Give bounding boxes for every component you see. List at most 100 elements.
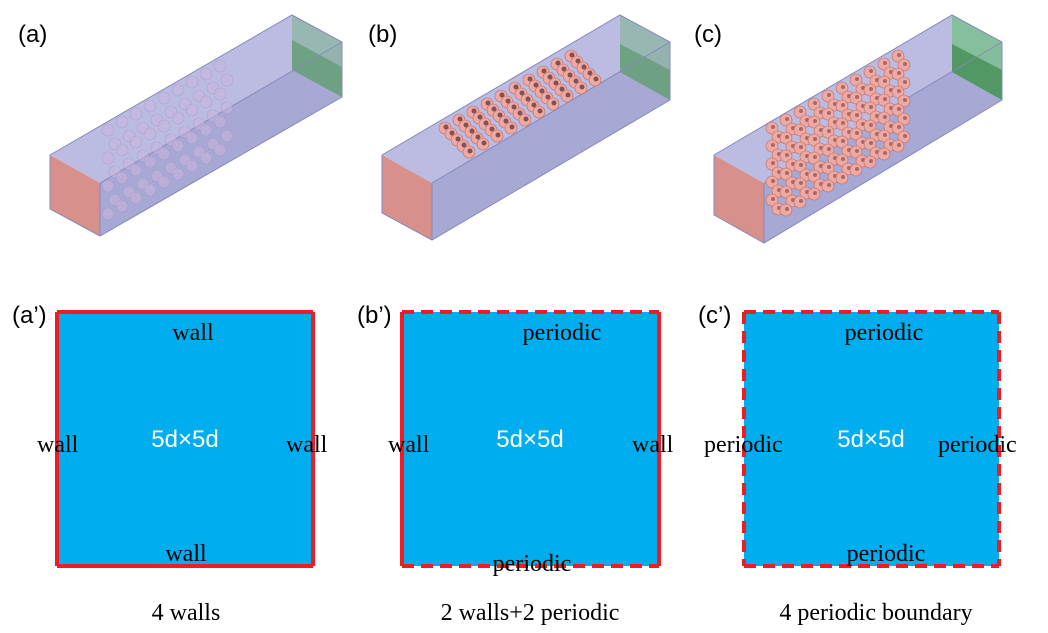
- inlet-face: [382, 155, 432, 240]
- iso-box-c: [713, 14, 1003, 244]
- particle: [841, 85, 845, 89]
- particle: [491, 106, 497, 112]
- particle: [171, 83, 185, 97]
- particle: [511, 104, 517, 110]
- particle: [185, 131, 199, 145]
- particle: [579, 84, 585, 90]
- particle: [869, 159, 873, 163]
- particle: [525, 96, 531, 102]
- particle: [813, 101, 817, 105]
- square-panel-c: (c’) periodic periodic periodic periodic…: [698, 302, 1017, 626]
- particle: [771, 179, 775, 183]
- bottom-boundary-label: periodic: [493, 551, 572, 577]
- box-side-face: [100, 42, 342, 236]
- particle: [129, 107, 143, 121]
- particle: [897, 125, 901, 129]
- particle: [475, 134, 481, 140]
- particle: [499, 92, 505, 98]
- particle: [771, 125, 775, 129]
- particle: [903, 116, 907, 120]
- top-boundary-label: wall: [172, 320, 214, 346]
- particle: [573, 78, 579, 84]
- particle: [143, 127, 157, 141]
- particle: [527, 76, 533, 82]
- particle: [771, 197, 775, 201]
- particle: [443, 124, 449, 130]
- particle: [813, 191, 817, 195]
- particle: [841, 175, 845, 179]
- panel-label: (a’): [12, 302, 47, 329]
- particle: [489, 126, 495, 132]
- particle: [827, 183, 831, 187]
- domain-square: [57, 312, 313, 566]
- particle: [457, 116, 463, 122]
- particles-full: [765, 49, 911, 217]
- box-side-face: [764, 42, 1002, 243]
- iso-label-a: (a): [18, 21, 47, 48]
- particle: [903, 134, 907, 138]
- particle: [115, 199, 129, 213]
- particle: [785, 171, 789, 175]
- particle: [547, 74, 553, 80]
- particle: [813, 119, 817, 123]
- particle: [565, 92, 571, 98]
- particle: [799, 163, 803, 167]
- particle: [581, 64, 587, 70]
- domain-square: [402, 312, 659, 566]
- particle: [199, 151, 213, 165]
- particle: [785, 189, 789, 193]
- square-panel-a: (a’) wall wall wall wall 5d×5d 4 walls: [12, 302, 328, 626]
- particle: [827, 147, 831, 151]
- particle: [220, 73, 234, 87]
- right-boundary-label: wall: [632, 432, 674, 458]
- particle: [533, 82, 539, 88]
- particle: [897, 107, 901, 111]
- particle: [129, 135, 143, 149]
- particle: [185, 159, 199, 173]
- domain-size-label: 5d×5d: [151, 426, 218, 453]
- particle: [559, 86, 565, 92]
- particle: [897, 89, 901, 93]
- particle: [799, 127, 803, 131]
- particle: [477, 114, 483, 120]
- particle: [883, 115, 887, 119]
- bottom-boundary-label: periodic: [847, 541, 926, 567]
- particle: [903, 62, 907, 66]
- particle: [855, 149, 859, 153]
- particle: [575, 58, 581, 64]
- particle: [827, 165, 831, 169]
- particle: [883, 151, 887, 155]
- particle: [813, 155, 817, 159]
- particle: [101, 207, 115, 221]
- particle: [551, 100, 557, 106]
- particle: [883, 61, 887, 65]
- particle: [497, 112, 503, 118]
- outlet-face-lower: [292, 40, 342, 97]
- inlet-face: [714, 155, 764, 243]
- particle: [220, 101, 234, 115]
- particle: [503, 118, 509, 124]
- particle: [897, 53, 901, 57]
- particle: [513, 84, 519, 90]
- particle: [213, 143, 227, 157]
- box-outline: [381, 14, 671, 241]
- left-boundary-label: wall: [388, 432, 430, 458]
- particle: [213, 115, 227, 129]
- iso-label-b: (b): [368, 21, 397, 48]
- particle: [785, 135, 789, 139]
- particle: [471, 108, 477, 114]
- particle: [841, 103, 845, 107]
- particles-faint: [101, 59, 234, 221]
- particle: [869, 141, 873, 145]
- particle: [519, 90, 525, 96]
- particle: [157, 119, 171, 133]
- particle: [509, 124, 515, 130]
- particle: [785, 117, 789, 121]
- caption: 4 periodic boundary: [779, 600, 972, 626]
- particle: [855, 113, 859, 117]
- outlet-face-lower: [620, 44, 670, 100]
- particle: [171, 139, 185, 153]
- particle: [883, 97, 887, 101]
- particle: [523, 116, 529, 122]
- square-panel-b: (b’) periodic periodic wall wall 5d×5d 2…: [357, 302, 674, 626]
